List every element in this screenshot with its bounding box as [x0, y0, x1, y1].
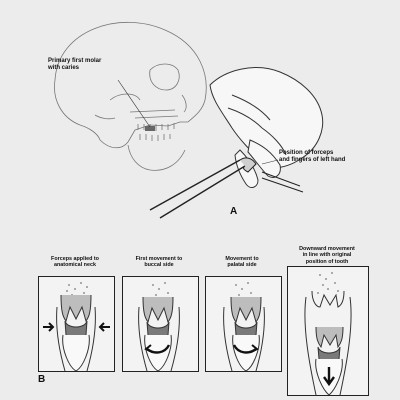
step-1-drawing — [43, 282, 110, 371]
step-2-panel — [122, 276, 199, 372]
empty-socket — [311, 290, 345, 308]
forceps-leader-line — [261, 159, 279, 165]
step-2-drawing — [138, 282, 180, 371]
skull-leader-line — [117, 79, 151, 128]
step-3-panel — [205, 276, 282, 372]
arrow-inward-left-icon — [43, 322, 55, 332]
step-1-caption: Forceps applied to anatomical neck — [51, 256, 99, 269]
hand-drawing — [209, 67, 324, 188]
arrow-inward-right-icon — [98, 322, 110, 332]
step-3-caption: Movement to palatal side — [225, 256, 259, 269]
forceps-drawing — [149, 157, 304, 219]
tooth-roots — [60, 294, 92, 323]
skull-label: Primary first molar with caries — [48, 58, 102, 71]
caries-tooth-mark — [145, 126, 155, 131]
gum-outline — [56, 306, 96, 371]
step-4-panel — [287, 266, 369, 396]
step-4-drawing — [304, 272, 352, 395]
arrow-down-icon — [323, 367, 335, 387]
forceps-label: Position of forceps and fingers of left … — [279, 150, 346, 163]
forceps-beaks — [62, 334, 90, 371]
part-b-letter: B — [38, 374, 46, 385]
step-3-drawing — [223, 282, 265, 371]
step-1-panel — [38, 276, 115, 372]
step-4-caption: Downward movement in line with original … — [299, 246, 355, 265]
step-2-caption: First movement to buccal side — [135, 256, 183, 269]
bone-dots — [66, 282, 88, 300]
skull-drawing — [54, 22, 207, 171]
part-a-letter: A — [230, 206, 238, 217]
